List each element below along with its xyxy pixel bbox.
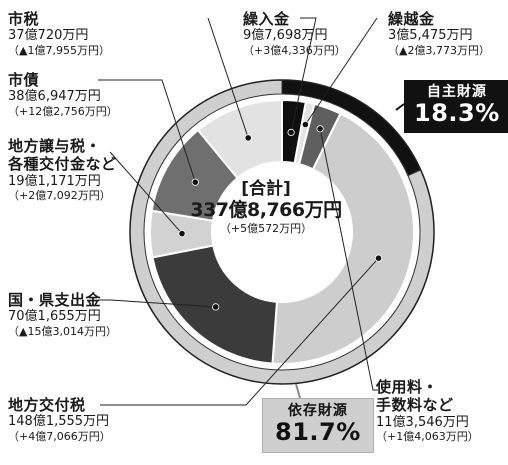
- label-kofu-change: （+4億7,066万円）: [8, 430, 111, 444]
- badge-jishu-zaigen: 自主財源 18.3%: [404, 80, 508, 133]
- label-kurikoshi: 繰越金 3億5,475万円 （▲2億3,773万円）: [388, 10, 490, 58]
- label-shizei: 市税 37億720万円 （▲1億7,955万円）: [8, 10, 110, 58]
- badge-izon-title: 依存財源: [287, 403, 348, 419]
- label-kurire-amount: 9億7,698万円: [243, 28, 328, 44]
- label-kokuken: 国・県支出金 70億1,655万円 （▲15億3,014万円）: [8, 291, 117, 339]
- label-kurire: 繰入金 9億7,698万円 （+3億4,336万円）: [243, 10, 346, 58]
- label-kurire-name: 繰入金: [243, 10, 290, 28]
- badge-izon-pointer: [295, 383, 301, 399]
- leader-line-0: [207, 17, 249, 139]
- total-change: （+5億572万円）: [219, 222, 313, 236]
- label-shisai-amount: 38億6,947万円: [8, 89, 101, 105]
- label-kurikoshi-name: 繰越金: [388, 10, 435, 28]
- leader-line-4: [100, 257, 379, 406]
- label-joyo-change: （+2億7,092万円）: [8, 189, 111, 203]
- leader-lines: [98, 17, 405, 406]
- outer-group-ring: [129, 79, 435, 385]
- label-shizei-change: （▲1億7,955万円）: [8, 44, 110, 58]
- label-kokuken-amount: 70億1,655万円: [8, 309, 101, 325]
- badge-jishu-pointer: [395, 103, 405, 111]
- leader-line-3: [98, 299, 216, 308]
- label-kofu-name: 地方交付税: [8, 396, 86, 414]
- label-joyo-name-2: 各種交付金など: [8, 155, 117, 174]
- leader-dot-0: [244, 134, 252, 142]
- label-shisai-change: （+12億2,756万円）: [8, 105, 118, 119]
- label-joyo-name-1: 地方譲与税・: [8, 137, 102, 155]
- outer-ring-border: [129, 79, 435, 385]
- label-kokuken-name: 国・県支出金: [8, 291, 102, 309]
- label-shiyo-name-2: 手数料など: [376, 396, 454, 415]
- badge-izon-value: 81.7%: [275, 418, 361, 447]
- label-kurikoshi-amount: 3億5,475万円: [388, 28, 473, 44]
- label-shisai-name: 市債: [8, 71, 40, 89]
- label-kokuken-change: （▲15億3,014万円）: [8, 325, 117, 339]
- badge-jishu-value: 18.3%: [414, 99, 500, 128]
- label-shiyo-name-1: 使用料・: [376, 378, 439, 396]
- label-shizei-name: 市税: [8, 10, 40, 28]
- leader-dot-2: [178, 230, 186, 238]
- label-shisai: 市債 38億6,947万円 （+12億2,756万円）: [8, 71, 118, 119]
- leader-dot-3: [212, 303, 220, 311]
- leader-dot-5: [287, 128, 295, 136]
- leader-line-2: [109, 151, 183, 234]
- label-kofu: 地方交付税 148億1,555万円 （+4億7,066万円）: [8, 396, 111, 444]
- center-total: [合計] 337億8,766万円 （+5億572万円）: [186, 179, 346, 235]
- label-shiyo-change: （+1億4,063万円）: [376, 430, 479, 444]
- leader-dot-4: [374, 254, 383, 262]
- leader-dot-7: [316, 125, 324, 133]
- leader-line-7: [319, 128, 378, 391]
- label-shizei-amount: 37億720万円: [8, 28, 89, 44]
- label-joyo-amount: 19億1,171万円: [8, 173, 101, 189]
- leader-line-5: [290, 17, 317, 133]
- badge-jishu-title: 自主財源: [426, 84, 487, 100]
- donut-hole: [212, 162, 352, 302]
- category-slice-3: [271, 112, 415, 365]
- leader-line-1: [98, 79, 196, 183]
- total-value: 337億8,766万円: [190, 199, 342, 222]
- badge-izon-zaigen: 依存財源 81.7%: [262, 398, 374, 453]
- label-shiyo-amount: 11億3,546万円: [376, 414, 469, 430]
- label-joyo: 地方譲与税・ 各種交付金など 19億1,171万円 （+2億7,092万円）: [8, 137, 117, 203]
- label-shiyo: 使用料・ 手数料など 11億3,546万円 （+1億4,063万円）: [376, 378, 479, 444]
- leader-dot-6: [301, 120, 309, 129]
- label-kurikoshi-change: （▲2億3,773万円）: [388, 44, 490, 58]
- label-kurire-change: （+3億4,336万円）: [243, 44, 346, 58]
- total-title: [合計]: [241, 179, 291, 199]
- leader-dot-1: [191, 178, 199, 186]
- label-kofu-amount: 148億1,555万円: [8, 414, 110, 430]
- leader-line-6: [304, 17, 378, 125]
